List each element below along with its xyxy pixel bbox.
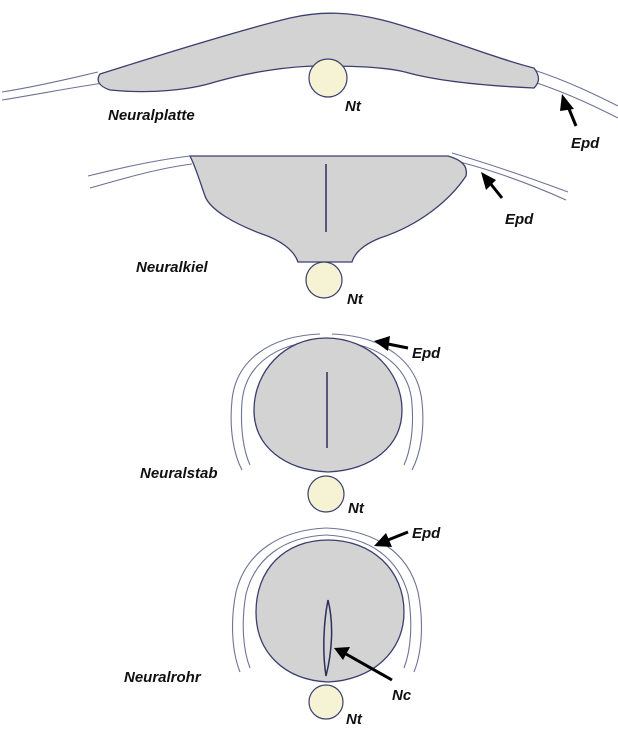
epidermis-right-outer	[534, 70, 618, 106]
stage-neuralrohr: Neuralrohr Nt Epd Nc	[124, 525, 441, 728]
notochord-4	[309, 685, 343, 719]
stage-neuralkiel: Neuralkiel Nt Epd	[88, 153, 568, 308]
label-nt-2: Nt	[347, 291, 364, 308]
epidermis-left-inner-2	[90, 164, 192, 188]
notochord-1	[309, 59, 347, 97]
label-nc: Nc	[392, 687, 412, 704]
label-neuralstab: Neuralstab	[140, 465, 218, 482]
label-nt-1: Nt	[345, 98, 362, 115]
epidermis-right-outer-2	[452, 153, 568, 192]
arrow-epd-3	[374, 336, 408, 351]
label-nt-3: Nt	[348, 500, 365, 517]
label-nt-4: Nt	[346, 711, 363, 728]
epidermis-left-inner	[2, 83, 104, 100]
label-epd-3: Epd	[412, 345, 441, 362]
label-epd-1: Epd	[571, 135, 600, 152]
arrow-epd-2	[481, 172, 502, 198]
label-neuralkiel: Neuralkiel	[136, 259, 209, 276]
notochord-3	[308, 476, 344, 512]
stage-neuralstab: Neuralstab Nt Epd	[140, 334, 441, 517]
stage-neuralplatte: Neuralplatte Nt Epd	[2, 13, 618, 152]
neural-rod	[254, 338, 402, 472]
label-neuralrohr: Neuralrohr	[124, 669, 202, 686]
arrow-epd-1	[560, 94, 576, 126]
neural-keel	[190, 156, 466, 262]
arrow-epd-4	[374, 532, 408, 547]
epidermis-right-inner-2	[460, 162, 566, 200]
label-neuralplatte: Neuralplatte	[108, 107, 195, 124]
label-epd-4: Epd	[412, 525, 441, 542]
notochord-2	[306, 262, 342, 298]
label-epd-2: Epd	[505, 211, 534, 228]
epidermis-left-outer	[2, 72, 98, 92]
epidermis-left-outer-2	[88, 156, 190, 176]
